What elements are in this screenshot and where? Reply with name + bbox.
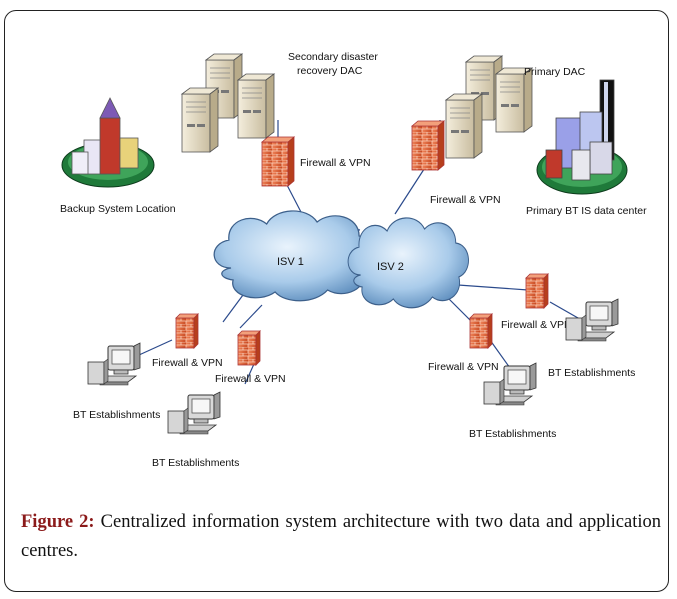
bt-left-2-label: BT Establishments (152, 457, 239, 469)
secondary-dac-label-line1: Secondary disaster (288, 51, 378, 63)
workstation-left-2: BT Establishments (152, 391, 239, 469)
firewall-right-2: Firewall & VPN (428, 313, 499, 373)
secondary-dac-servers: Secondary disaster recovery DAC (181, 51, 378, 153)
bt-right-2-label: BT Establishments (469, 428, 556, 440)
firewall-left-2: Firewall & VPN (215, 330, 286, 385)
primary-datacenter-label: Primary BT IS data center (526, 205, 647, 217)
isv2-cloud: ISV 2 (347, 217, 470, 309)
firewall-left-1: Firewall & VPN (152, 313, 223, 369)
fw-left-1-label: Firewall & VPN (152, 357, 223, 369)
primary-dac-servers: Primary DAC (445, 55, 586, 159)
workstation-right-1: BT Establishments (548, 298, 635, 379)
figure-caption: Figure 2: Centralized information system… (21, 508, 661, 566)
fw-right-1-label: Firewall & VPN (501, 319, 572, 331)
fw-primary-label: Firewall & VPN (430, 194, 501, 206)
workstation-right-2: BT Establishments (469, 362, 556, 440)
secondary-dac-label-line2: recovery DAC (297, 65, 363, 77)
firewall-primary: Firewall & VPN (411, 120, 501, 206)
fw-right-2-label: Firewall & VPN (428, 361, 499, 373)
workstation-left-1: BT Establishments (73, 342, 160, 421)
figure-number: Figure 2: (21, 512, 95, 532)
bt-right-1-label: BT Establishments (548, 367, 635, 379)
figure-caption-text: Centralized information system architect… (21, 512, 662, 561)
firewall-right-1: Firewall & VPN (501, 273, 572, 331)
fw-secondary-label: Firewall & VPN (300, 157, 371, 169)
bt-left-1-label: BT Establishments (73, 409, 160, 421)
architecture-diagram: ISV 1 ISV 2 Secondary disaster recovery … (60, 51, 647, 469)
primary-dac-label: Primary DAC (524, 66, 586, 78)
firewall-secondary: Firewall & VPN (261, 136, 371, 187)
backup-location-label: Backup System Location (60, 203, 176, 215)
isv2-label: ISV 2 (377, 261, 404, 273)
isv1-label: ISV 1 (277, 256, 304, 268)
isv1-cloud: ISV 1 (213, 210, 377, 302)
primary-datacenter: Primary BT IS data center (526, 79, 647, 217)
fw-left-2-label: Firewall & VPN (215, 373, 286, 385)
backup-system-location: Backup System Location (60, 97, 176, 215)
